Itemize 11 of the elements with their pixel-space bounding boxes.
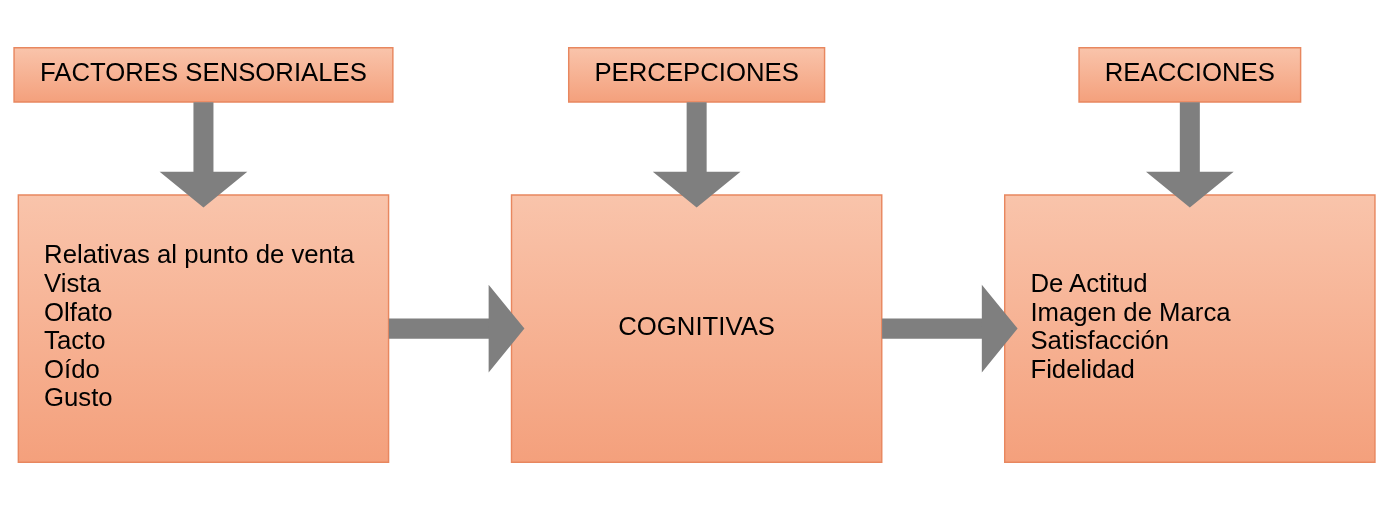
node-box: Relativas al punto de venta Vista Olfato Tacto Oído Gusto bbox=[17, 193, 390, 463]
arrow bbox=[1146, 101, 1234, 207]
node-box: PERCEPCIONES bbox=[568, 46, 826, 103]
node-box: De Actitud Imagen de Marca Satisfacción Fidelidad bbox=[1004, 193, 1376, 463]
arrow bbox=[652, 101, 741, 207]
node-box: COGNITIVAS bbox=[510, 193, 883, 463]
node-box: FACTORES SENSORIALES bbox=[13, 46, 394, 103]
arrow bbox=[159, 101, 248, 207]
arrow bbox=[388, 284, 525, 372]
arrow bbox=[882, 284, 1018, 372]
node-box: REACCIONES bbox=[1078, 46, 1302, 103]
